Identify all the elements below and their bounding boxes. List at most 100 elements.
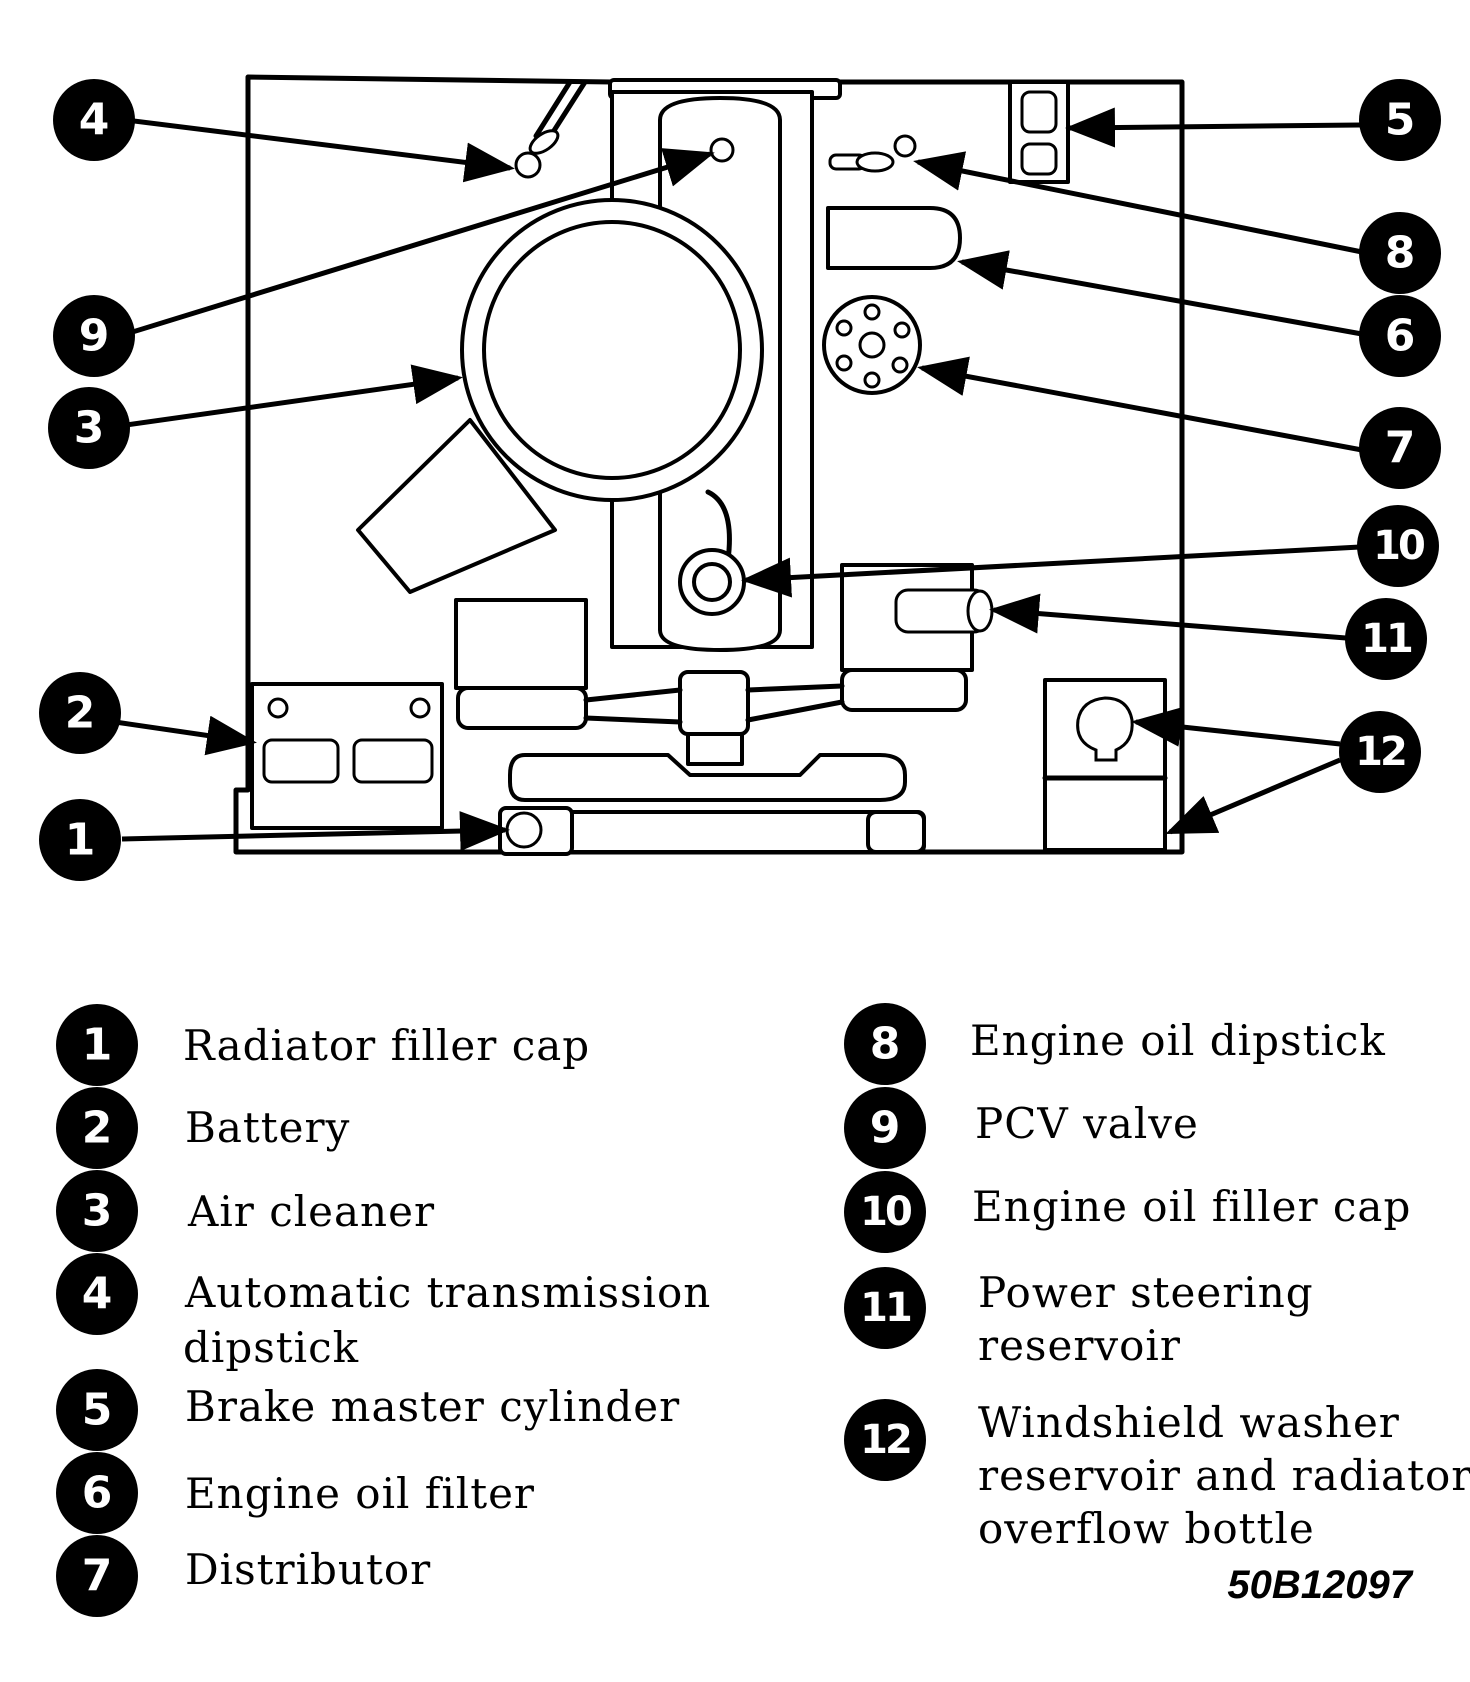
legend-5-number: 5	[82, 1385, 113, 1436]
radiator-top-tank	[498, 806, 926, 856]
legend-12-number: 12	[860, 1417, 910, 1463]
legend-4-label-line-2: dipstick	[183, 1323, 359, 1372]
legend-item-3: 3 Air cleaner	[56, 1170, 435, 1252]
leader-8	[913, 151, 1363, 255]
callout-9-number: 9	[79, 311, 110, 362]
leader-7	[917, 356, 1363, 453]
callout-7-number: 7	[1385, 423, 1416, 474]
leader-lines	[114, 107, 1363, 852]
washer-reservoir	[1042, 678, 1168, 852]
legend-3-label: Air cleaner	[187, 1187, 435, 1236]
engine-illustration	[233, 74, 1185, 856]
figure-id: 50B12097	[1227, 1563, 1413, 1607]
legend-5-label: Brake master cylinder	[185, 1382, 680, 1431]
callout-3-number: 3	[74, 403, 105, 454]
callout-7: 7	[1359, 407, 1441, 489]
leader-12b	[1165, 757, 1341, 835]
callout-6-number: 6	[1385, 311, 1416, 362]
legend-11-label-line-1: Power steering	[978, 1268, 1314, 1317]
leader-10	[741, 544, 1361, 598]
legend-3-number: 3	[82, 1186, 113, 1237]
leader-6	[957, 250, 1363, 337]
callout-10-number: 10	[1373, 523, 1424, 569]
legend-item-9: 9 PCV valve	[844, 1087, 1199, 1169]
callout-5: 5	[1359, 79, 1441, 161]
legend-2-number: 2	[82, 1103, 113, 1154]
legend-8-number: 8	[870, 1019, 901, 1070]
leader-5	[1065, 107, 1361, 148]
legend-7-number: 7	[82, 1551, 113, 1602]
callout-8: 8	[1359, 212, 1441, 294]
engine-oil-filter	[826, 206, 962, 270]
legend-item-5: 5 Brake master cylinder	[56, 1369, 680, 1451]
legend-1-number: 1	[82, 1020, 113, 1071]
radiator-fan	[508, 753, 907, 802]
callout-12: 12	[1339, 711, 1421, 793]
battery	[250, 682, 444, 830]
legend-12-label-line-1: Windshield washer	[978, 1398, 1400, 1447]
power-steering-pump	[840, 563, 994, 672]
callout-1: 1	[39, 799, 121, 881]
distributor	[822, 295, 922, 395]
legend-9-number: 9	[870, 1103, 901, 1154]
callout-10: 10	[1357, 505, 1439, 587]
callout-6: 6	[1359, 295, 1441, 377]
legend: 1 Radiator filler cap 2 Battery 3 Air cl…	[56, 1003, 1470, 1617]
legend-7-label: Distributor	[185, 1545, 431, 1594]
belt-drive	[456, 668, 968, 766]
leader-9	[125, 148, 715, 337]
legend-4-label-line-1: Automatic transmission	[184, 1268, 711, 1317]
leader-12a	[1131, 706, 1341, 747]
air-cleaner-snout	[356, 418, 557, 594]
legend-11-label-line-2: reservoir	[978, 1321, 1181, 1370]
callout-5-number: 5	[1385, 95, 1416, 146]
callout-9: 9	[53, 295, 135, 377]
legend-item-12: 12 Windshield washer reservoir and radia…	[844, 1398, 1470, 1553]
callout-11: 11	[1345, 598, 1427, 680]
pcv-valve	[709, 137, 735, 163]
legend-9-label: PCV valve	[975, 1099, 1199, 1148]
alternator	[454, 598, 588, 690]
legend-item-6: 6 Engine oil filter	[56, 1452, 535, 1534]
oil-filler-cap-inner	[692, 562, 732, 602]
legend-2-label: Battery	[185, 1103, 350, 1152]
callout-11-number: 11	[1361, 616, 1412, 662]
callout-8-number: 8	[1385, 228, 1416, 279]
brake-master-cylinder	[1008, 80, 1070, 184]
transmission-dipstick	[514, 79, 588, 179]
legend-item-11: 11 Power steering reservoir	[844, 1267, 1314, 1370]
callout-3: 3	[48, 387, 130, 469]
callout-12-number: 12	[1355, 729, 1405, 775]
legend-4-number: 4	[82, 1269, 113, 1320]
legend-item-10: 10 Engine oil filler cap	[844, 1171, 1411, 1253]
air-cleaner-assembly	[356, 198, 764, 594]
callout-4-number: 4	[79, 95, 110, 146]
engine-oil-dipstick	[828, 134, 917, 173]
legend-6-number: 6	[82, 1468, 113, 1519]
callout-2-number: 2	[65, 688, 96, 739]
legend-12-label-line-2: reservoir and radiator	[978, 1451, 1470, 1500]
legend-item-8: 8 Engine oil dipstick	[844, 1003, 1386, 1085]
legend-item-2: 2 Battery	[56, 1087, 350, 1169]
oil-filler-hose	[705, 489, 732, 563]
legend-item-4: 4 Automatic transmission dipstick	[56, 1253, 711, 1372]
legend-6-label: Engine oil filter	[185, 1469, 535, 1518]
leader-2	[114, 715, 257, 756]
legend-8-label: Engine oil dipstick	[970, 1016, 1386, 1065]
leader-4	[125, 117, 515, 183]
legend-1-label: Radiator filler cap	[183, 1021, 590, 1070]
leader-11	[989, 593, 1347, 641]
compartment-outline	[233, 74, 1185, 855]
diagram-callouts: 4 9 3 2 1 5 8 6 7 10 11 12	[39, 79, 1441, 881]
air-cleaner-inner	[482, 220, 742, 480]
callout-1-number: 1	[65, 815, 96, 866]
leader-3	[125, 364, 463, 428]
legend-item-1: 1 Radiator filler cap	[56, 1004, 590, 1086]
legend-10-label: Engine oil filler cap	[972, 1182, 1411, 1231]
callout-2: 2	[39, 672, 121, 754]
leader-1	[121, 811, 510, 852]
callout-4: 4	[53, 79, 135, 161]
legend-12-label-line-3: overflow bottle	[978, 1504, 1315, 1553]
legend-10-number: 10	[860, 1189, 911, 1235]
